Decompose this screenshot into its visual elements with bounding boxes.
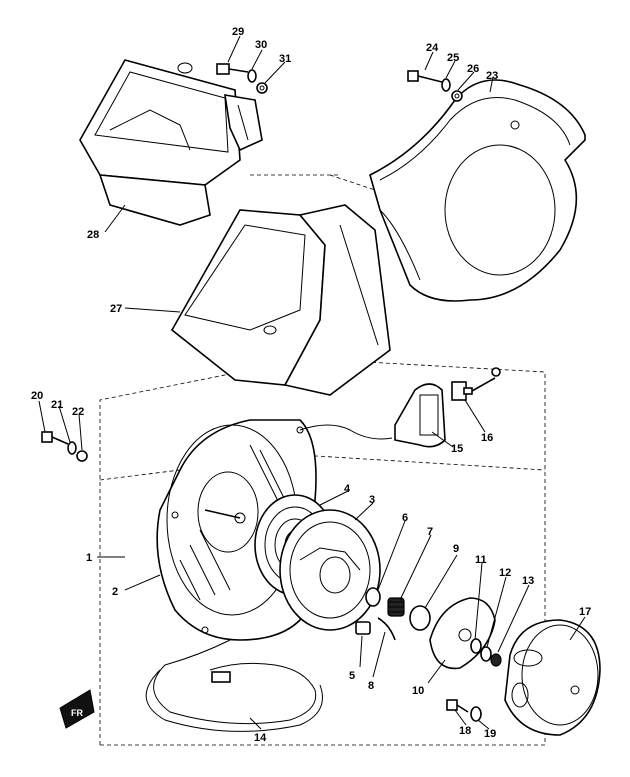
- nut-13: [490, 653, 502, 667]
- bolt-5: [355, 621, 371, 635]
- callout-7: 7: [427, 526, 433, 538]
- callout-31: 31: [279, 53, 291, 65]
- rope-grommet: [451, 367, 501, 401]
- spring-7: [387, 597, 405, 617]
- callout-1: 1: [86, 552, 92, 564]
- nut-26: [451, 90, 463, 102]
- callout-22: 22: [72, 406, 84, 418]
- intake-shroud-lower: [170, 204, 391, 396]
- nut-31: [256, 82, 268, 94]
- callout-10: 10: [412, 685, 424, 697]
- washer-19: [470, 706, 482, 722]
- fan-shroud: [369, 79, 586, 302]
- bolt-29: [216, 63, 249, 75]
- callout-5: 5: [349, 670, 355, 682]
- callout-15: 15: [451, 443, 463, 455]
- callout-19: 19: [484, 728, 496, 740]
- callout-3: 3: [369, 494, 375, 506]
- callout-11: 11: [475, 554, 487, 566]
- callout-12: 12: [499, 567, 511, 579]
- washer-11: [470, 638, 482, 654]
- svg-text:FR: FR: [71, 708, 83, 718]
- mounting-bracket: [224, 94, 263, 152]
- rope-pulley: [279, 509, 381, 631]
- callout-26: 26: [467, 63, 479, 75]
- callout-2: 2: [112, 586, 118, 598]
- leader-lines: [38, 35, 586, 730]
- callout-28: 28: [87, 229, 99, 241]
- callout-4: 4: [344, 483, 351, 495]
- callout-24: 24: [426, 42, 439, 54]
- callout-17: 17: [579, 606, 591, 618]
- callout-14: 14: [254, 732, 267, 744]
- washer-12: [480, 646, 492, 662]
- pawl-8: [377, 617, 396, 641]
- callout-29: 29: [232, 26, 244, 38]
- starter-handle: [394, 383, 446, 448]
- callout-23: 23: [486, 70, 498, 82]
- washer-25: [441, 78, 451, 92]
- washer-30: [247, 69, 257, 83]
- callout-8: 8: [368, 680, 374, 692]
- callout-labels: 1 2 3 4 5 6 7 8 9 10 11 12 13 14 15 16 1…: [31, 26, 591, 744]
- circlip-9: [409, 605, 431, 631]
- bolt-18: [446, 699, 469, 713]
- washer-21: [67, 441, 77, 455]
- callout-9: 9: [453, 543, 459, 555]
- front-arrow-badge: FR: [59, 689, 95, 729]
- starter-rope: [145, 639, 323, 732]
- callout-20: 20: [31, 390, 43, 402]
- bolt-24: [407, 70, 443, 83]
- callout-16: 16: [481, 432, 493, 444]
- washer-6: [365, 587, 381, 607]
- callout-27: 27: [110, 303, 122, 315]
- bolt-20: [41, 431, 69, 445]
- callout-30: 30: [255, 39, 267, 51]
- callout-18: 18: [459, 725, 471, 737]
- rope-cable: [299, 424, 393, 440]
- nut-22: [76, 450, 88, 462]
- callout-25: 25: [447, 52, 459, 64]
- callout-6: 6: [402, 512, 408, 524]
- callout-21: 21: [51, 399, 63, 411]
- intake-box-upper: [79, 59, 241, 226]
- starter-cup: [504, 619, 601, 736]
- callout-13: 13: [522, 575, 534, 587]
